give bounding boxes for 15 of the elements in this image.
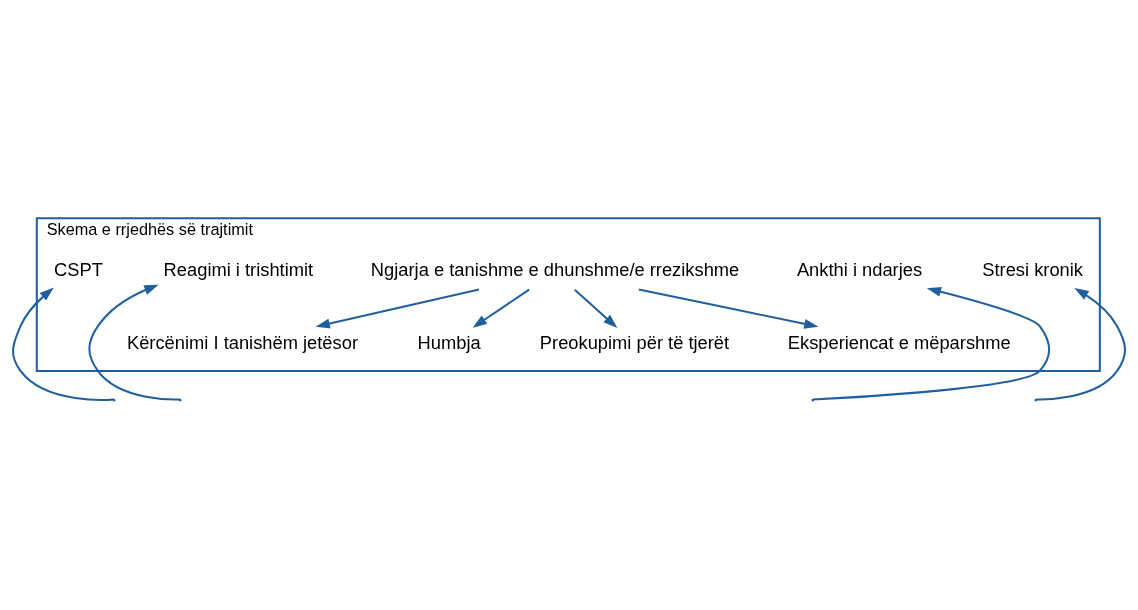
- node-text: Ankthi i ndarjes: [796, 258, 923, 280]
- node-text: Eksperiencat e mëparshme: [787, 331, 1011, 353]
- arrow: [638, 288, 819, 329]
- node-text: Reagimi i trishtimit: [163, 258, 314, 280]
- node-text: Kërcënimi I tanishëm jetësor: [126, 331, 358, 353]
- node-text: Ngjarja e tanishme e dhunshme/e rrezikshme: [370, 258, 740, 280]
- arrow: [472, 288, 530, 328]
- node-text: Stresi kronik: [982, 258, 1083, 280]
- arrow: [812, 286, 1051, 400]
- node-text: Preokupimi për të tjerët: [539, 331, 730, 353]
- node-text: CSPT: [54, 258, 103, 280]
- arrow: [315, 288, 480, 328]
- arrow: [574, 288, 618, 328]
- arrow: [1035, 287, 1127, 401]
- node-text: Humbja: [417, 331, 481, 353]
